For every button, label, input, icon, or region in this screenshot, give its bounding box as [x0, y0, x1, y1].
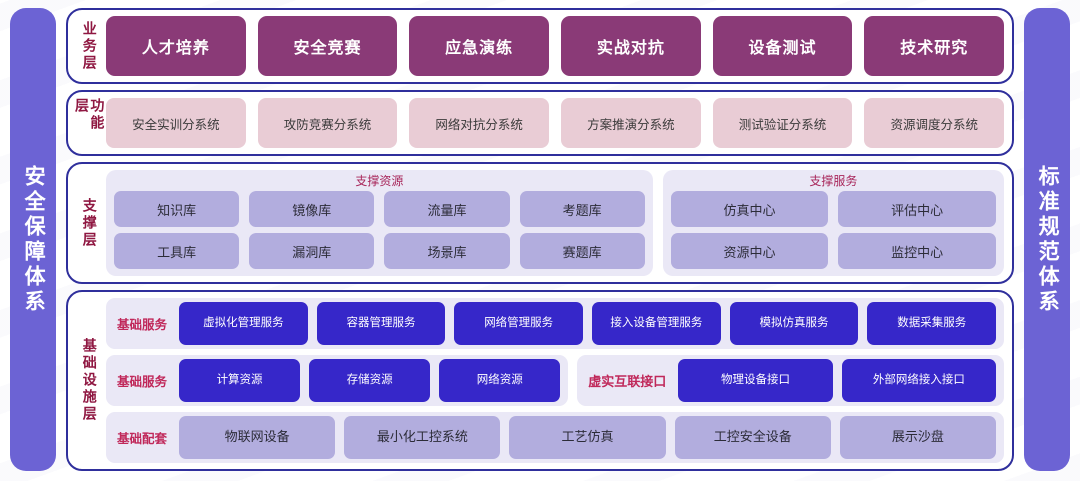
- infrastructure-row: 基础服务 虚拟化管理服务 容器管理服务 网络管理服务 接入设备管理服务 模拟仿真…: [106, 298, 1004, 349]
- function-chip[interactable]: 攻防竞赛分系统: [257, 98, 398, 148]
- infrastructure-row: 基础配套 物联网设备 最小化工控系统 工艺仿真 工控安全设备 展示沙盘: [106, 412, 1004, 463]
- infrastructure-chip[interactable]: 容器管理服务: [316, 302, 446, 345]
- business-chip[interactable]: 人才培养: [106, 16, 246, 76]
- support-chip[interactable]: 镜像库: [249, 191, 375, 228]
- right-pillar-standards-specifications: 标准规范体系: [1024, 8, 1070, 471]
- layer-infrastructure-title-text: 基础设施层: [81, 338, 98, 423]
- business-chip-row: 人才培养 安全竞赛 应急演练 实战对抗 设备测试 技术研究: [106, 16, 1005, 76]
- layer-infrastructure-title: 基础设施层: [72, 298, 106, 463]
- support-chip[interactable]: 评估中心: [838, 191, 996, 228]
- band-label: 基础配套: [117, 432, 168, 446]
- infrastructure-chip[interactable]: 模拟仿真服务: [729, 302, 859, 345]
- function-chip-row: 安全实训分系统 攻防竞赛分系统 网络对抗分系统 方案推演分系统 测试验证分系统 …: [106, 98, 1005, 148]
- business-chip[interactable]: 安全竞赛: [257, 16, 398, 76]
- layer-function-title: 功能层: [72, 98, 106, 148]
- infrastructure-chip[interactable]: 工艺仿真: [509, 416, 666, 459]
- band-chips: 物理设备接口 外部网络接入接口: [678, 359, 997, 402]
- infrastructure-chip[interactable]: 工控安全设备: [674, 416, 831, 459]
- infrastructure-chip[interactable]: 网络资源: [439, 359, 561, 402]
- layer-support: 支撑层 支撑资源 知识库 镜像库 流量库 考题库: [66, 162, 1014, 284]
- infrastructure-rows: 基础服务 虚拟化管理服务 容器管理服务 网络管理服务 接入设备管理服务 模拟仿真…: [106, 298, 1004, 463]
- layer-infrastructure-body: 基础服务 虚拟化管理服务 容器管理服务 网络管理服务 接入设备管理服务 模拟仿真…: [106, 298, 1004, 463]
- band-chips: 物联网设备 最小化工控系统 工艺仿真 工控安全设备 展示沙盘: [179, 416, 997, 459]
- function-chip[interactable]: 网络对抗分系统: [409, 98, 550, 148]
- layer-business-title-text: 业务层: [81, 20, 98, 72]
- function-chip[interactable]: 测试验证分系统: [712, 98, 853, 148]
- layer-business-title: 业务层: [72, 16, 106, 76]
- left-pillar-label: 安全保障体系: [22, 164, 46, 315]
- support-chip[interactable]: 场景库: [384, 233, 510, 269]
- support-row: 资源中心 监控中心: [670, 233, 996, 269]
- infrastructure-chip[interactable]: 物理设备接口: [678, 359, 833, 402]
- layer-business: 业务层 人才培养 安全竞赛 应急演练 实战对抗 设备测试 技术研究: [66, 8, 1014, 84]
- business-chip[interactable]: 技术研究: [864, 16, 1005, 76]
- infrastructure-band-basic-resources: 基础服务 计算资源 存储资源 网络资源: [106, 355, 569, 406]
- function-chip[interactable]: 方案推演分系统: [561, 98, 701, 148]
- support-row: 知识库 镜像库 流量库 考题库: [114, 191, 645, 228]
- infrastructure-chip[interactable]: 计算资源: [179, 359, 301, 402]
- support-group-services-grid: 仿真中心 评估中心 资源中心 监控中心: [670, 191, 996, 269]
- support-group-services-title: 支撑服务: [809, 174, 858, 188]
- support-chip[interactable]: 资源中心: [670, 233, 829, 269]
- band-label: 基础服务: [117, 375, 168, 389]
- layer-function: 功能层 安全实训分系统 攻防竞赛分系统 网络对抗分系统 方案推演分系统 测试验证…: [66, 90, 1014, 156]
- function-chip[interactable]: 安全实训分系统: [106, 98, 246, 148]
- layer-support-body: 支撑资源 知识库 镜像库 流量库 考题库 工具库 漏洞库 场: [106, 170, 1004, 276]
- support-chip[interactable]: 工具库: [114, 233, 240, 269]
- support-chip[interactable]: 赛题库: [519, 233, 645, 269]
- support-chip[interactable]: 漏洞库: [249, 233, 375, 269]
- layer-support-title: 支撑层: [72, 170, 106, 276]
- infrastructure-band-virtual-physical-interface: 虚实互联接口 物理设备接口 外部网络接入接口: [577, 355, 1004, 406]
- left-pillar-security-assurance: 安全保障体系: [10, 8, 56, 471]
- infrastructure-chip[interactable]: 物联网设备: [179, 416, 336, 459]
- business-chip[interactable]: 应急演练: [409, 16, 550, 76]
- business-chip[interactable]: 设备测试: [712, 16, 853, 76]
- infrastructure-chip[interactable]: 最小化工控系统: [344, 416, 501, 459]
- support-group-resources-title: 支撑资源: [355, 174, 404, 188]
- infrastructure-band-basic-facilities: 基础配套 物联网设备 最小化工控系统 工艺仿真 工控安全设备 展示沙盘: [106, 412, 1004, 463]
- function-chip[interactable]: 资源调度分系统: [864, 98, 1005, 148]
- support-group-resources: 支撑资源 知识库 镜像库 流量库 考题库 工具库 漏洞库 场: [106, 170, 653, 276]
- layer-function-title-text: 功能层: [74, 98, 106, 132]
- support-groups: 支撑资源 知识库 镜像库 流量库 考题库 工具库 漏洞库 场: [106, 170, 1004, 276]
- infrastructure-chip[interactable]: 虚拟化管理服务: [179, 302, 308, 345]
- infrastructure-chip[interactable]: 数据采集服务: [867, 302, 997, 345]
- business-chip[interactable]: 实战对抗: [561, 16, 701, 76]
- support-chip[interactable]: 监控中心: [838, 233, 996, 269]
- layer-support-title-text: 支撑层: [81, 197, 98, 249]
- infrastructure-chip[interactable]: 存储资源: [309, 359, 431, 402]
- support-chip[interactable]: 流量库: [384, 191, 510, 228]
- infrastructure-chip[interactable]: 网络管理服务: [454, 302, 584, 345]
- infrastructure-chip[interactable]: 外部网络接入接口: [841, 359, 997, 402]
- layer-infrastructure: 基础设施层 基础服务 虚拟化管理服务 容器管理服务 网络管理服务 接入设备管理服…: [66, 290, 1014, 471]
- support-group-services: 支撑服务 仿真中心 评估中心 资源中心 监控中心: [662, 170, 1004, 276]
- infrastructure-band-basic-services: 基础服务 虚拟化管理服务 容器管理服务 网络管理服务 接入设备管理服务 模拟仿真…: [106, 298, 1004, 349]
- band-label: 虚实互联接口: [588, 374, 667, 389]
- infrastructure-row: 基础服务 计算资源 存储资源 网络资源 虚实互联接口 物理设备接口 外: [106, 355, 1004, 406]
- infrastructure-chip[interactable]: 接入设备管理服务: [592, 302, 721, 345]
- band-label: 基础服务: [117, 318, 168, 332]
- support-group-resources-grid: 知识库 镜像库 流量库 考题库 工具库 漏洞库 场景库 赛题库: [114, 191, 645, 269]
- band-chips: 计算资源 存储资源 网络资源: [179, 359, 561, 402]
- layer-stack: 业务层 人才培养 安全竞赛 应急演练 实战对抗 设备测试 技术研究 功能层: [66, 8, 1014, 471]
- support-chip[interactable]: 考题库: [519, 191, 645, 228]
- support-row: 仿真中心 评估中心: [670, 191, 996, 228]
- layer-function-body: 安全实训分系统 攻防竞赛分系统 网络对抗分系统 方案推演分系统 测试验证分系统 …: [106, 98, 1005, 148]
- support-row: 工具库 漏洞库 场景库 赛题库: [114, 233, 645, 269]
- band-chips: 虚拟化管理服务 容器管理服务 网络管理服务 接入设备管理服务 模拟仿真服务 数据…: [179, 302, 997, 345]
- layer-business-body: 人才培养 安全竞赛 应急演练 实战对抗 设备测试 技术研究: [106, 16, 1005, 76]
- infrastructure-chip[interactable]: 展示沙盘: [839, 416, 997, 459]
- support-chip[interactable]: 知识库: [114, 191, 240, 228]
- support-chip[interactable]: 仿真中心: [670, 191, 829, 228]
- right-pillar-label: 标准规范体系: [1036, 164, 1060, 315]
